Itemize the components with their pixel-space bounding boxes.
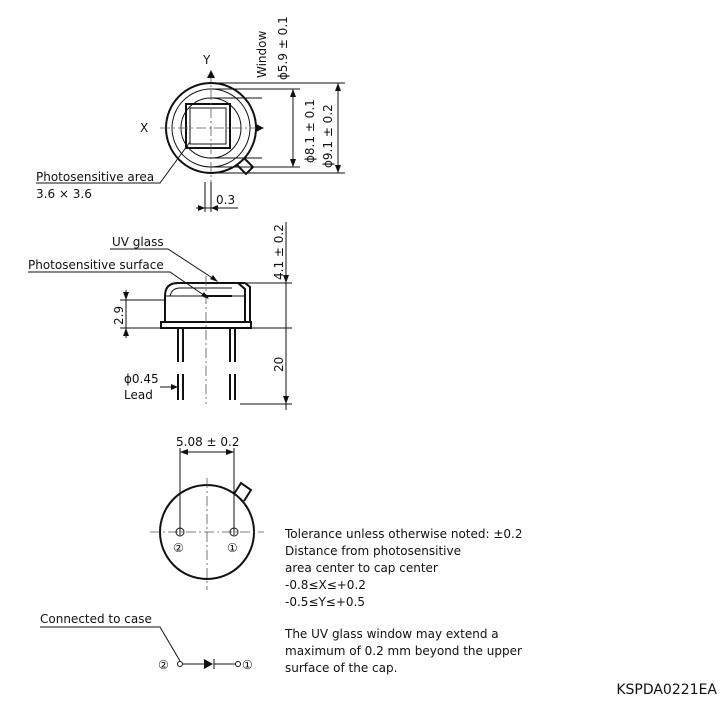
- lead-diameter: ϕ0.45: [124, 372, 159, 386]
- note-area-center: area center to cap center: [285, 561, 438, 575]
- schematic: Connected to case ② ①: [40, 612, 253, 672]
- pin-2-label: ②: [173, 541, 184, 555]
- pin-2-hole: [175, 527, 185, 537]
- cap-body: [164, 282, 246, 322]
- note-y-range: -0.5≤Y≤+0.5: [285, 595, 365, 609]
- drawing-code: KSPDA0221EA: [616, 682, 717, 698]
- bottom-view: 5.08 ± 0.2 ② ①: [150, 435, 264, 590]
- top-view: Y X Window ϕ5.9 ± 0.1 ϕ8.1 ± 0.1 ϕ9.1 ± …: [36, 16, 345, 212]
- note-tolerance: Tolerance unless otherwise noted: ±0.2: [285, 527, 523, 541]
- schematic-pin-2: ②: [158, 658, 169, 672]
- photosensitive-area-inner: [189, 107, 227, 145]
- side-view: UV glass Photosensitive surface 4.1 ± 0.…: [28, 222, 292, 410]
- photosensitive-surface-label: Photosensitive surface: [28, 258, 164, 272]
- uv-glass-label: UV glass: [112, 235, 164, 249]
- pin-1-label: ①: [227, 541, 238, 555]
- pin-1-hole: [229, 527, 239, 537]
- cap-tab: [236, 157, 255, 176]
- window-dimension: ϕ5.9 ± 0.1: [276, 16, 290, 80]
- photosensitive-area-square: [185, 103, 231, 149]
- lead-label: Lead: [124, 388, 153, 402]
- lead-length-dimension: 20: [272, 357, 286, 372]
- notes: Tolerance unless otherwise noted: ±0.2 D…: [285, 526, 523, 677]
- connected-to-case-label: Connected to case: [40, 612, 152, 626]
- window-label: Window: [255, 31, 269, 79]
- height-dimension: 4.1 ± 0.2: [272, 224, 286, 280]
- cap-height-dimension: 2.9: [112, 306, 126, 325]
- photosensitive-area-size: 3.6 × 3.6: [36, 187, 92, 201]
- note-uv-glass-1: The UV glass window may extend a: [285, 627, 499, 641]
- note-uv-glass-3: surface of the cap.: [285, 661, 398, 675]
- schematic-pin-1: ①: [242, 658, 253, 672]
- note-distance: Distance from photosensitive: [285, 544, 461, 558]
- outer-diameter-dimension: ϕ9.1 ± 0.2: [321, 104, 335, 168]
- cap-tab-side: [238, 282, 251, 322]
- axis-y-label: Y: [202, 53, 211, 67]
- base-tab: [233, 481, 253, 502]
- inner-diameter-dimension: ϕ8.1 ± 0.1: [303, 99, 317, 163]
- photosensitive-area-label: Photosensitive area: [36, 170, 154, 184]
- note-x-range: -0.8≤X≤+0.2: [285, 578, 366, 592]
- offset-dimension: 0.3: [216, 193, 235, 207]
- axis-x-label: X: [140, 121, 148, 135]
- diode-symbol: [204, 659, 213, 669]
- pitch-dimension: 5.08 ± 0.2: [176, 435, 240, 449]
- note-uv-glass-2: maximum of 0.2 mm beyond the upper: [285, 644, 522, 658]
